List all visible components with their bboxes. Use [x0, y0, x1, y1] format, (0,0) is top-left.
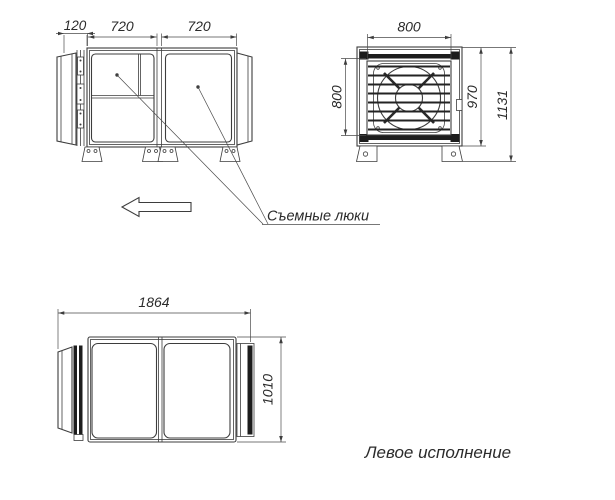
dim-1131-value: 1131	[494, 90, 510, 120]
dim-120: 120	[56, 18, 95, 53]
side-flex-connector	[76, 50, 85, 146]
dim-800w-value: 800	[397, 19, 421, 35]
front-bottom-bar	[368, 135, 451, 140]
side-feet	[81, 146, 241, 162]
front-corner-block	[450, 134, 460, 142]
top-right-flange-bar	[247, 345, 253, 435]
hatches-leader	[115, 73, 380, 225]
top-view: 1864 1010	[57, 294, 286, 443]
clamp	[77, 109, 84, 129]
front-latch	[456, 99, 463, 111]
front-corner-block	[450, 51, 460, 60]
top-left-cone	[57, 346, 73, 434]
clamp	[77, 56, 84, 76]
front-view: 800 800 970 1131	[329, 19, 516, 162]
dim-1864: 1864	[57, 294, 251, 349]
dim-1864-value: 1864	[138, 294, 169, 310]
fan-hub-circle	[394, 83, 424, 113]
dim-720a-value: 720	[110, 18, 134, 34]
front-corner-block	[359, 134, 369, 142]
top-left-tab	[73, 434, 84, 441]
dim-1131: 1131	[463, 47, 516, 162]
dim-720b-value: 720	[187, 18, 211, 34]
front-fan-plate	[373, 63, 445, 133]
clamp-latch	[76, 83, 85, 105]
dim-120-value: 120	[64, 18, 87, 33]
top-left-flange-bar	[73, 345, 77, 435]
dim-1010: 1010	[237, 336, 286, 443]
side-view: 120 720 720	[56, 18, 380, 225]
side-left-cone	[56, 52, 77, 146]
front-casing-inner	[359, 49, 460, 144]
front-corner-block	[359, 51, 369, 60]
left-version-caption: Левое исполнение	[364, 443, 511, 462]
dim-970-value: 970	[464, 85, 480, 109]
front-grille-frame	[366, 60, 452, 136]
top-left-flange-bar	[79, 345, 83, 435]
dim-970: 970	[462, 47, 486, 147]
dim-720-section2: 720	[161, 18, 237, 46]
top-panel-2	[163, 342, 231, 439]
dim-800-width: 800	[367, 19, 452, 59]
front-top-bar	[368, 54, 451, 59]
top-panel-1	[91, 342, 158, 439]
front-feet	[355, 145, 464, 162]
airflow-arrow-icon	[120, 196, 192, 218]
side-panel-2	[164, 53, 233, 143]
dim-800-height: 800	[329, 58, 366, 136]
side-casing-inner	[89, 50, 235, 145]
removable-hatches-label: Съемные люки	[267, 209, 369, 225]
dim-720-section1: 720	[87, 18, 158, 46]
side-casing	[86, 47, 238, 148]
side-right-cone	[236, 52, 253, 146]
dim-1010-value: 1010	[260, 374, 276, 405]
grille-bars	[368, 65, 450, 131]
dim-800h-value: 800	[329, 85, 345, 109]
